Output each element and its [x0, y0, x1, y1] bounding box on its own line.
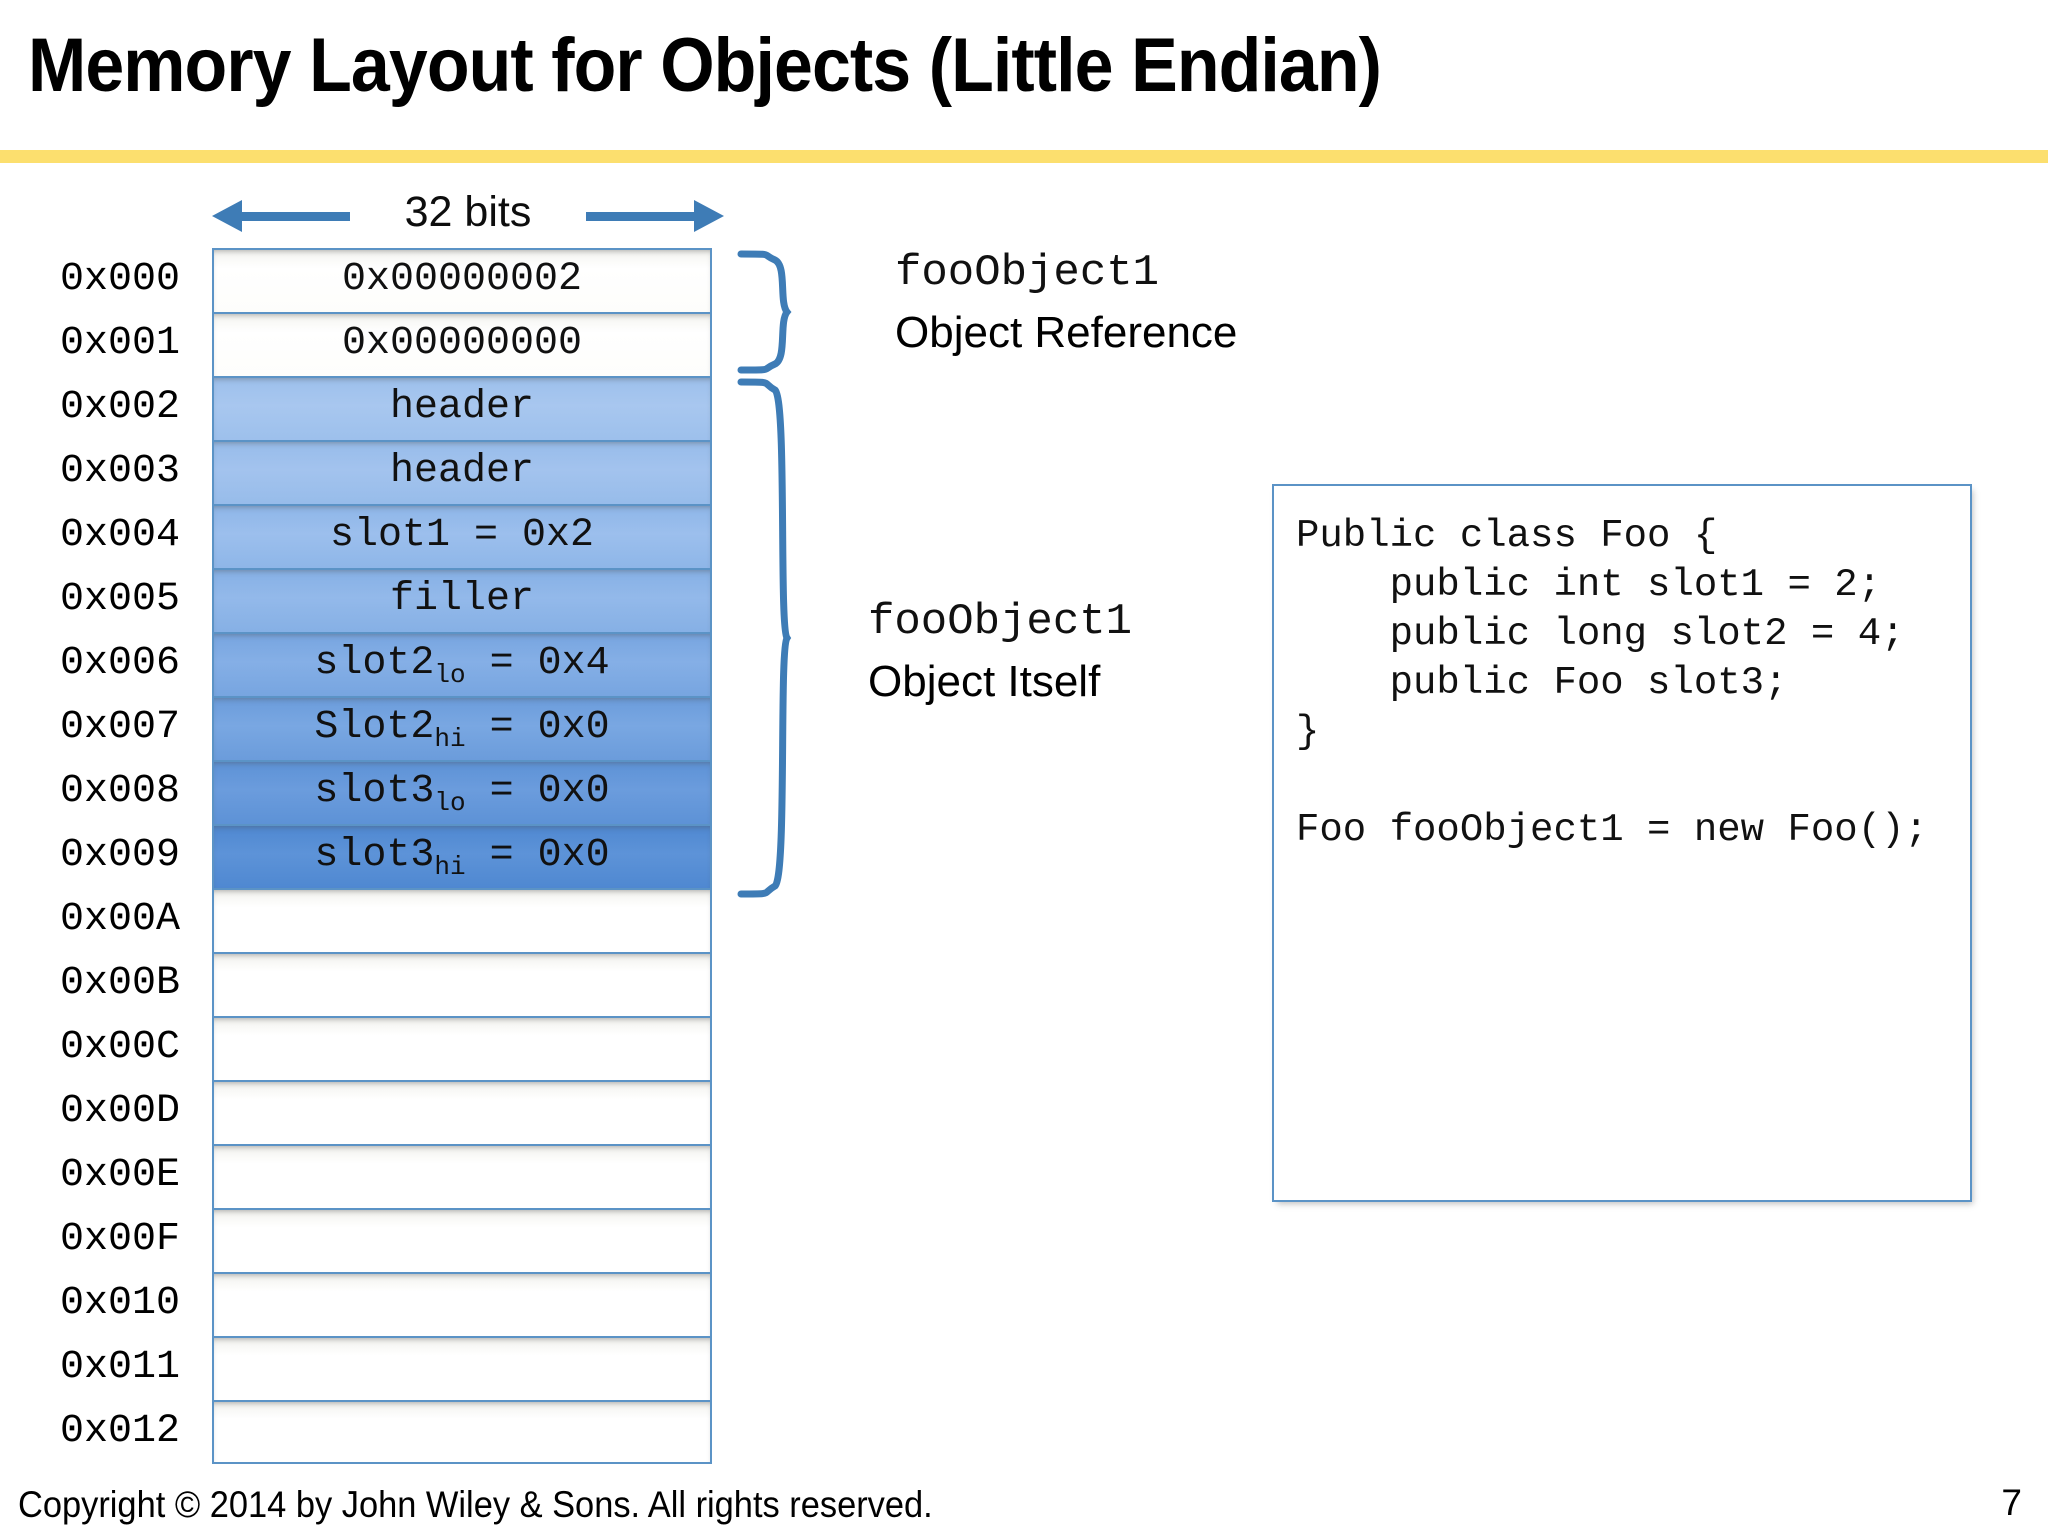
memory-row: 0x001 0x00000000: [60, 312, 712, 376]
memory-row: 0x002 header: [60, 376, 712, 440]
memory-cell-value: [212, 1400, 712, 1464]
memory-row: 0x00B: [60, 952, 712, 1016]
memory-address-label: 0x00B: [60, 961, 181, 1006]
memory-address-label: 0x00A: [60, 897, 181, 942]
arrow-right-icon: [694, 200, 724, 232]
arrow-left-line: [240, 212, 350, 221]
memory-address-label: 0x006: [60, 641, 181, 686]
code-sample-text: Public class Foo { public int slot1 = 2;…: [1296, 514, 1928, 852]
annotation-reference-description: Object Reference: [895, 308, 1238, 357]
memory-row: 0x004 slot1 = 0x2: [60, 504, 712, 568]
memory-address-label: 0x000: [60, 257, 181, 302]
memory-row: 0x00E: [60, 1144, 712, 1208]
memory-row: 0x003 header: [60, 440, 712, 504]
memory-address-label: 0x012: [60, 1409, 181, 1454]
brace-object-itself: [737, 378, 792, 898]
memory-address-label: 0x011: [60, 1345, 181, 1390]
title-divider-rule: [0, 150, 2048, 163]
annotation-object-itself: fooObject1 Object Itself: [868, 597, 1132, 707]
brace-object-reference: [737, 250, 792, 374]
memory-cell-value: Slot2hi = 0x0: [212, 696, 712, 760]
memory-cell-value: [212, 1336, 712, 1400]
copyright-notice: Copyright © 2014 by John Wiley & Sons. A…: [18, 1484, 933, 1525]
arrow-left-icon: [212, 200, 242, 232]
slide-page-number: 7: [2001, 1482, 2022, 1523]
memory-address-label: 0x004: [60, 513, 181, 558]
code-sample-box: Public class Foo { public int slot1 = 2;…: [1272, 484, 1972, 1202]
memory-cell-value: slot1 = 0x2: [212, 504, 712, 568]
memory-address-label: 0x001: [60, 321, 181, 366]
memory-address-label: 0x00E: [60, 1153, 181, 1198]
memory-cell-value: [212, 952, 712, 1016]
memory-row: 0x000 0x00000002: [60, 248, 712, 312]
memory-address-label: 0x002: [60, 385, 181, 430]
memory-row: 0x00F: [60, 1208, 712, 1272]
memory-cell-value: [212, 1016, 712, 1080]
memory-cell-value: slot3hi = 0x0: [212, 824, 712, 888]
memory-address-label: 0x010: [60, 1281, 181, 1326]
memory-address-label: 0x008: [60, 769, 181, 814]
memory-address-label: 0x00D: [60, 1089, 181, 1134]
memory-row: 0x011: [60, 1336, 712, 1400]
memory-row: 0x010: [60, 1272, 712, 1336]
annotation-reference-name: fooObject1: [895, 248, 1160, 298]
memory-address-label: 0x003: [60, 449, 181, 494]
memory-address-label: 0x00C: [60, 1025, 181, 1070]
annotation-itself-description: Object Itself: [868, 657, 1101, 706]
memory-row: 0x006 slot2lo = 0x4: [60, 632, 712, 696]
memory-row: 0x007 Slot2hi = 0x0: [60, 696, 712, 760]
memory-address-label: 0x005: [60, 577, 181, 622]
memory-address-label: 0x007: [60, 705, 181, 750]
memory-row: 0x00A: [60, 888, 712, 952]
memory-cell-value: [212, 1208, 712, 1272]
memory-row: 0x005 filler: [60, 568, 712, 632]
memory-cell-value: 0x00000002: [212, 248, 712, 312]
memory-cell-value: 0x00000000: [212, 312, 712, 376]
annotation-itself-name: fooObject1: [868, 597, 1133, 647]
memory-row: 0x009 slot3hi = 0x0: [60, 824, 712, 888]
bit-width-indicator: 32 bits: [212, 186, 724, 242]
memory-cell-value: [212, 888, 712, 952]
memory-row: 0x00D: [60, 1080, 712, 1144]
memory-cell-value: header: [212, 440, 712, 504]
memory-cell-value: [212, 1272, 712, 1336]
memory-row: 0x008 slot3lo = 0x0: [60, 760, 712, 824]
memory-row: 0x00C: [60, 1016, 712, 1080]
memory-row: 0x012: [60, 1400, 712, 1464]
memory-cell-value: slot3lo = 0x0: [212, 760, 712, 824]
bit-width-label: 32 bits: [404, 188, 532, 236]
annotation-object-reference: fooObject1 Object Reference: [895, 248, 1237, 358]
memory-cell-value: [212, 1144, 712, 1208]
memory-address-label: 0x009: [60, 833, 181, 878]
arrow-right-line: [586, 212, 696, 221]
memory-cell-value: filler: [212, 568, 712, 632]
memory-address-label: 0x00F: [60, 1217, 181, 1262]
memory-layout-table: 0x000 0x00000002 0x001 0x00000000 0x002 heade…: [60, 248, 712, 1464]
page-title: Memory Layout for Objects (Little Endian…: [28, 23, 1382, 108]
memory-cell-value: slot2lo = 0x4: [212, 632, 712, 696]
memory-cell-value: [212, 1080, 712, 1144]
memory-cell-value: header: [212, 376, 712, 440]
